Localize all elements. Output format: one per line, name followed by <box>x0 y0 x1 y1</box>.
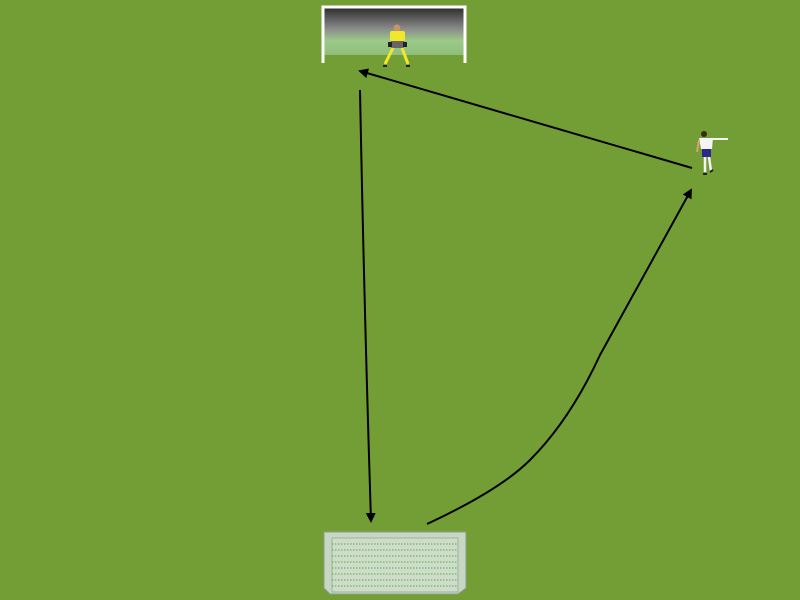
small-goal-icon <box>323 531 467 595</box>
arrow-player-to-goal <box>358 68 693 169</box>
arrow-small-goal-to-player <box>426 188 692 525</box>
arrow-goal-to-small-goal <box>359 89 376 523</box>
goalkeeper-icon <box>383 24 410 67</box>
field-player-icon <box>696 131 728 175</box>
